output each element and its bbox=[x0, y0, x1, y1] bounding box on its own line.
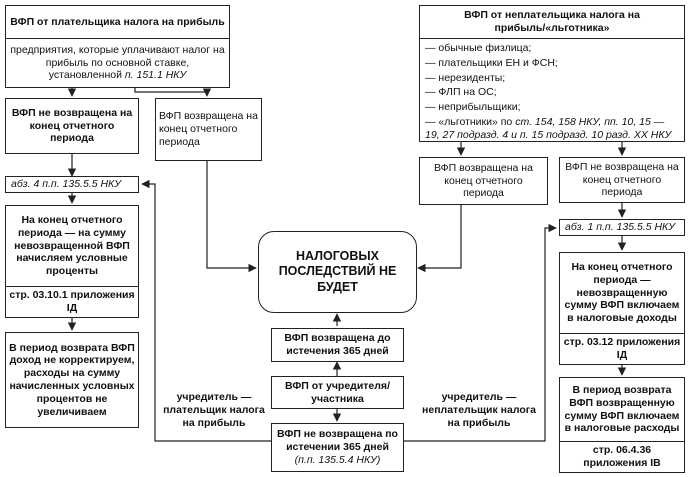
arrow-left-desc-to-returned bbox=[134, 88, 212, 97]
not-returned-365-text: ВФП не возвращена по истечении 365 дней bbox=[277, 428, 398, 454]
right-returned-box: ВФП возвращена на конец отчетного период… bbox=[419, 157, 548, 205]
arrow-right-returned-to-center bbox=[417, 205, 462, 273]
right-list-item: — нерезиденты; bbox=[425, 71, 506, 84]
right-header-text: ВФП от неплательщика налога на прибыль/«… bbox=[464, 9, 640, 34]
right-line1-box: стр. 03.12 приложения ІД bbox=[559, 333, 685, 365]
not-returned-365-box: ВФП не возвращена по истечении 365 дней … bbox=[271, 423, 404, 472]
left-not-returned-box: ВФП не возвращена на конец отчетного пер… bbox=[5, 98, 139, 154]
right-expense-text: В период возврата ВФП возвращенную сумму… bbox=[564, 383, 680, 435]
left-returned-text: ВФП возвращена на конец отчетного период… bbox=[159, 110, 258, 148]
right-list-item: — плательщики ЕН и ФСН; bbox=[425, 56, 558, 69]
right-line2-text: стр. 06.4.36 приложения IВ bbox=[583, 444, 661, 469]
left-percent-text: На конец отчетного периода — на сумму не… bbox=[14, 214, 130, 278]
not-returned-365-ref: (п.п. 135.5.4 НКУ) bbox=[294, 453, 381, 466]
right-header-box: ВФП от неплательщика налога на прибыль/«… bbox=[419, 5, 685, 39]
label-founder-payer: учредитель — плательщик налога на прибыл… bbox=[163, 391, 265, 429]
arrow-left-returned-to-center bbox=[206, 161, 257, 273]
no-consequences-text: НАЛОГОВЫХ ПОСЛЕДСТВИЙ НЕ БУДЕТ bbox=[278, 248, 397, 294]
arrow-nonpayer-to-right-ref bbox=[404, 223, 557, 442]
arrow-payer-to-left-ref bbox=[141, 179, 271, 442]
left-desc-box: предприятия, которые уплачивают налог на… bbox=[5, 38, 230, 88]
label-founder-nonpayer: учредитель — неплательщик налога на приб… bbox=[422, 391, 536, 429]
right-list-item: — ФЛП на ОС; bbox=[425, 86, 497, 99]
right-list-item: — обычные физлица; bbox=[425, 42, 532, 54]
from-founder-text: ВФП от учредителя/ участника bbox=[285, 379, 390, 405]
right-not-returned-box: ВФП не возвращена на конец отчетного пер… bbox=[559, 157, 685, 203]
right-line2-box: стр. 06.4.36 приложения IВ bbox=[559, 441, 685, 473]
returned-365-box: ВФП возвращена до истечения 365 дней bbox=[271, 328, 404, 362]
left-header-text: ВФП от плательщика налога на прибыль bbox=[10, 15, 225, 28]
left-returned-box: ВФП возвращена на конец отчетного период… bbox=[155, 98, 262, 161]
left-line-box: стр. 03.10.1 приложения ІД bbox=[5, 286, 139, 318]
right-line1-text: стр. 03.12 приложения ІД bbox=[563, 336, 681, 361]
right-last-ref: ст. 154, 158 НКУ, пп. 10, 15 — 19, 27 по… bbox=[425, 115, 672, 141]
returned-365-text: ВФП возвращена до истечения 365 дней bbox=[284, 332, 391, 357]
left-header-box: ВФП от плательщика налога на прибыль bbox=[5, 5, 230, 39]
right-income-text: На конец отчетного периода — невозвращен… bbox=[564, 261, 680, 325]
left-percent-box: На конец отчетного периода — на сумму не… bbox=[5, 205, 139, 287]
right-expense-box: В период возврата ВФП возвращенную сумму… bbox=[559, 377, 685, 442]
right-income-box: На конец отчетного периода — невозвращен… bbox=[559, 252, 685, 334]
right-ref-text: абз. 1 п.п. 135.5.5 НКУ bbox=[565, 221, 675, 234]
no-consequences-box: НАЛОГОВЫХ ПОСЛЕДСТВИЙ НЕ БУДЕТ bbox=[258, 231, 417, 313]
right-ref-box: абз. 1 п.п. 135.5.5 НКУ bbox=[559, 219, 685, 236]
left-desc-text: предприятия, которые уплачивают налог на… bbox=[9, 44, 226, 82]
right-list-item: — неприбыльщики; bbox=[425, 101, 521, 114]
left-return-period-text: В период возврата ВФП доход не корректир… bbox=[9, 341, 135, 418]
right-not-returned-text: ВФП не возвращена на конец отчетного пер… bbox=[565, 160, 679, 199]
right-list-item-last: — «льготники» по ст. 154, 158 НКУ, пп. 1… bbox=[425, 116, 681, 142]
left-not-returned-text: ВФП не возвращена на конец отчетного пер… bbox=[11, 106, 133, 145]
left-desc-ref: п. 151.1 НКУ bbox=[124, 69, 187, 82]
right-returned-text: ВФП возвращена на конец отчетного период… bbox=[434, 161, 533, 200]
left-line-text: стр. 03.10.1 приложения ІД bbox=[9, 289, 135, 314]
from-founder-box: ВФП от учредителя/ участника bbox=[271, 376, 404, 409]
left-return-period-box: В период возврата ВФП доход не корректир… bbox=[5, 332, 139, 428]
left-desc-main: предприятия, которые уплачивают налог на… bbox=[10, 43, 225, 82]
right-list-box: — обычные физлица; — плательщики ЕН и ФС… bbox=[419, 38, 685, 142]
left-ref-text: абз. 4 п.п. 135.5.5 НКУ bbox=[11, 178, 121, 191]
left-ref-box: абз. 4 п.п. 135.5.5 НКУ bbox=[5, 176, 139, 193]
right-last-prefix: — «льготники» по bbox=[425, 115, 513, 128]
right-list: — обычные физлица; — плательщики ЕН и ФС… bbox=[425, 42, 681, 144]
